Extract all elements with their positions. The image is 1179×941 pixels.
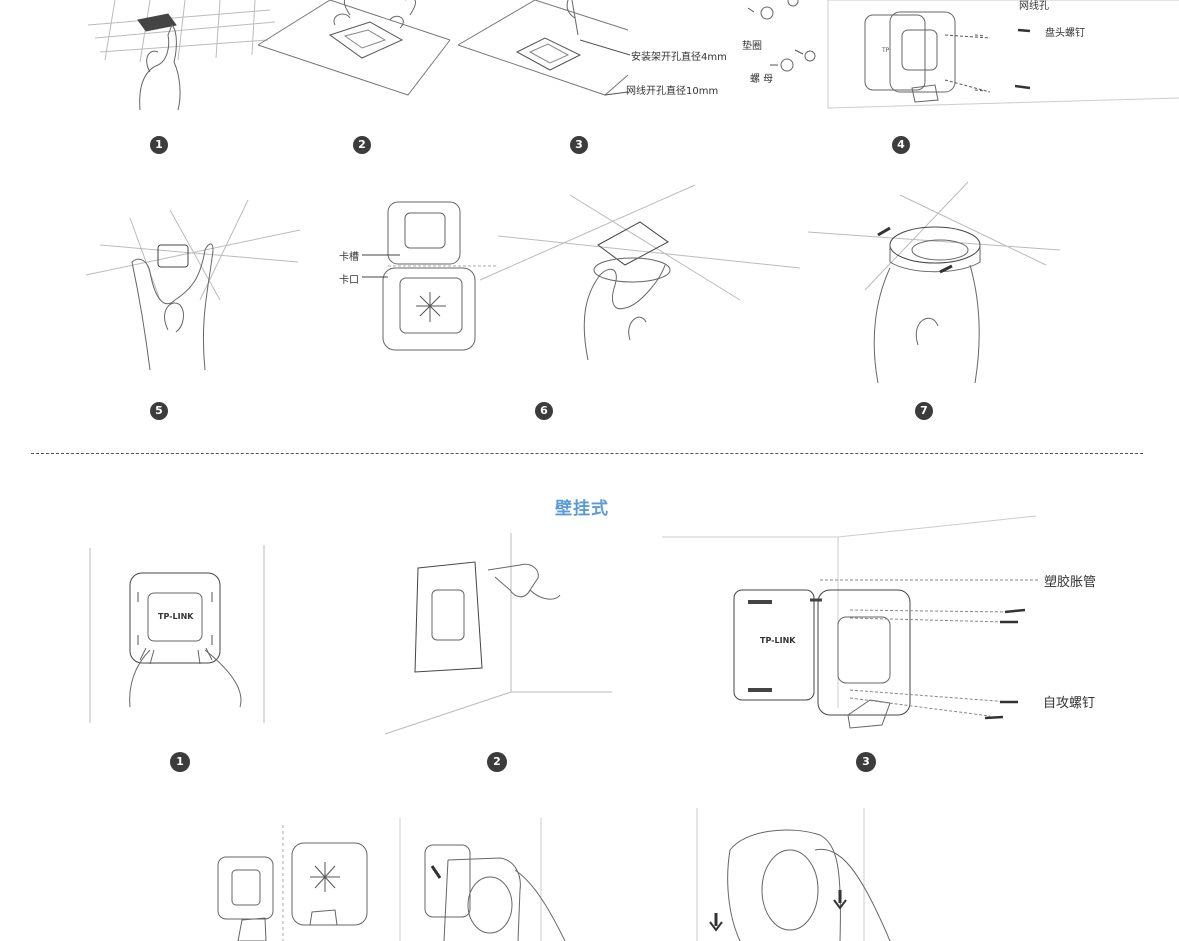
ceiling-step-1-badge: 1 bbox=[150, 136, 168, 154]
label-cable-hole-top: 网线孔 bbox=[1019, 1, 1049, 12]
ceiling-step-7-badge: 7 bbox=[915, 402, 933, 420]
wall-step4-illustration bbox=[217, 825, 368, 941]
ceiling-step6b-illustration bbox=[479, 184, 801, 361]
section-divider bbox=[31, 453, 1143, 454]
ceiling-step4-illustration: TP bbox=[747, 0, 1179, 109]
label-bracket-hole: 安装架开孔直径4mm bbox=[631, 52, 727, 63]
label-notch: 卡口 bbox=[339, 275, 359, 286]
ceiling-step6-illustration bbox=[362, 201, 498, 351]
wall-step1-illustration bbox=[89, 545, 265, 723]
ceiling-step2-illustration bbox=[257, 0, 451, 96]
ceiling-step5-illustration bbox=[85, 199, 301, 371]
ceiling-step-4-badge: 4 bbox=[892, 136, 910, 154]
label-nut: 螺 母 bbox=[750, 74, 774, 85]
wall-step-2-badge: 2 bbox=[487, 752, 507, 772]
wall-step-3-badge: 3 bbox=[856, 752, 876, 772]
ceiling-step-2-badge: 2 bbox=[353, 136, 371, 154]
wall-step3-illustration bbox=[662, 515, 1040, 729]
ceiling-step-5-badge: 5 bbox=[150, 402, 168, 420]
ceiling-step-3-badge: 3 bbox=[570, 136, 588, 154]
label-pan-head-screw: 盘头螺钉 bbox=[1045, 28, 1085, 39]
label-washer: 垫圈 bbox=[742, 41, 762, 52]
wall-step6-illustration bbox=[696, 808, 891, 941]
label-plastic-anchor: 塑胶胀管 bbox=[1044, 575, 1097, 590]
wall-step3-brand: TP-LINK bbox=[760, 636, 796, 645]
wall-step5-illustration bbox=[399, 818, 566, 941]
section-title-wall: 壁挂式 bbox=[555, 499, 609, 519]
label-slot: 卡槽 bbox=[339, 252, 359, 263]
ceiling-step3-illustration bbox=[457, 0, 631, 96]
wall-step-1-badge: 1 bbox=[170, 752, 190, 772]
ceiling-step-6-badge: 6 bbox=[535, 402, 553, 420]
ceiling-step1-illustration bbox=[87, 0, 276, 111]
wall-step1-brand: TP-LINK bbox=[158, 612, 194, 621]
svg-text:TP: TP bbox=[881, 47, 890, 54]
label-cable-hole: 网线开孔直径10mm bbox=[626, 86, 719, 97]
label-self-tapping-screw: 自攻螺钉 bbox=[1043, 696, 1096, 711]
ceiling-step7-illustration bbox=[807, 181, 1061, 384]
wall-step2-illustration bbox=[384, 533, 612, 735]
